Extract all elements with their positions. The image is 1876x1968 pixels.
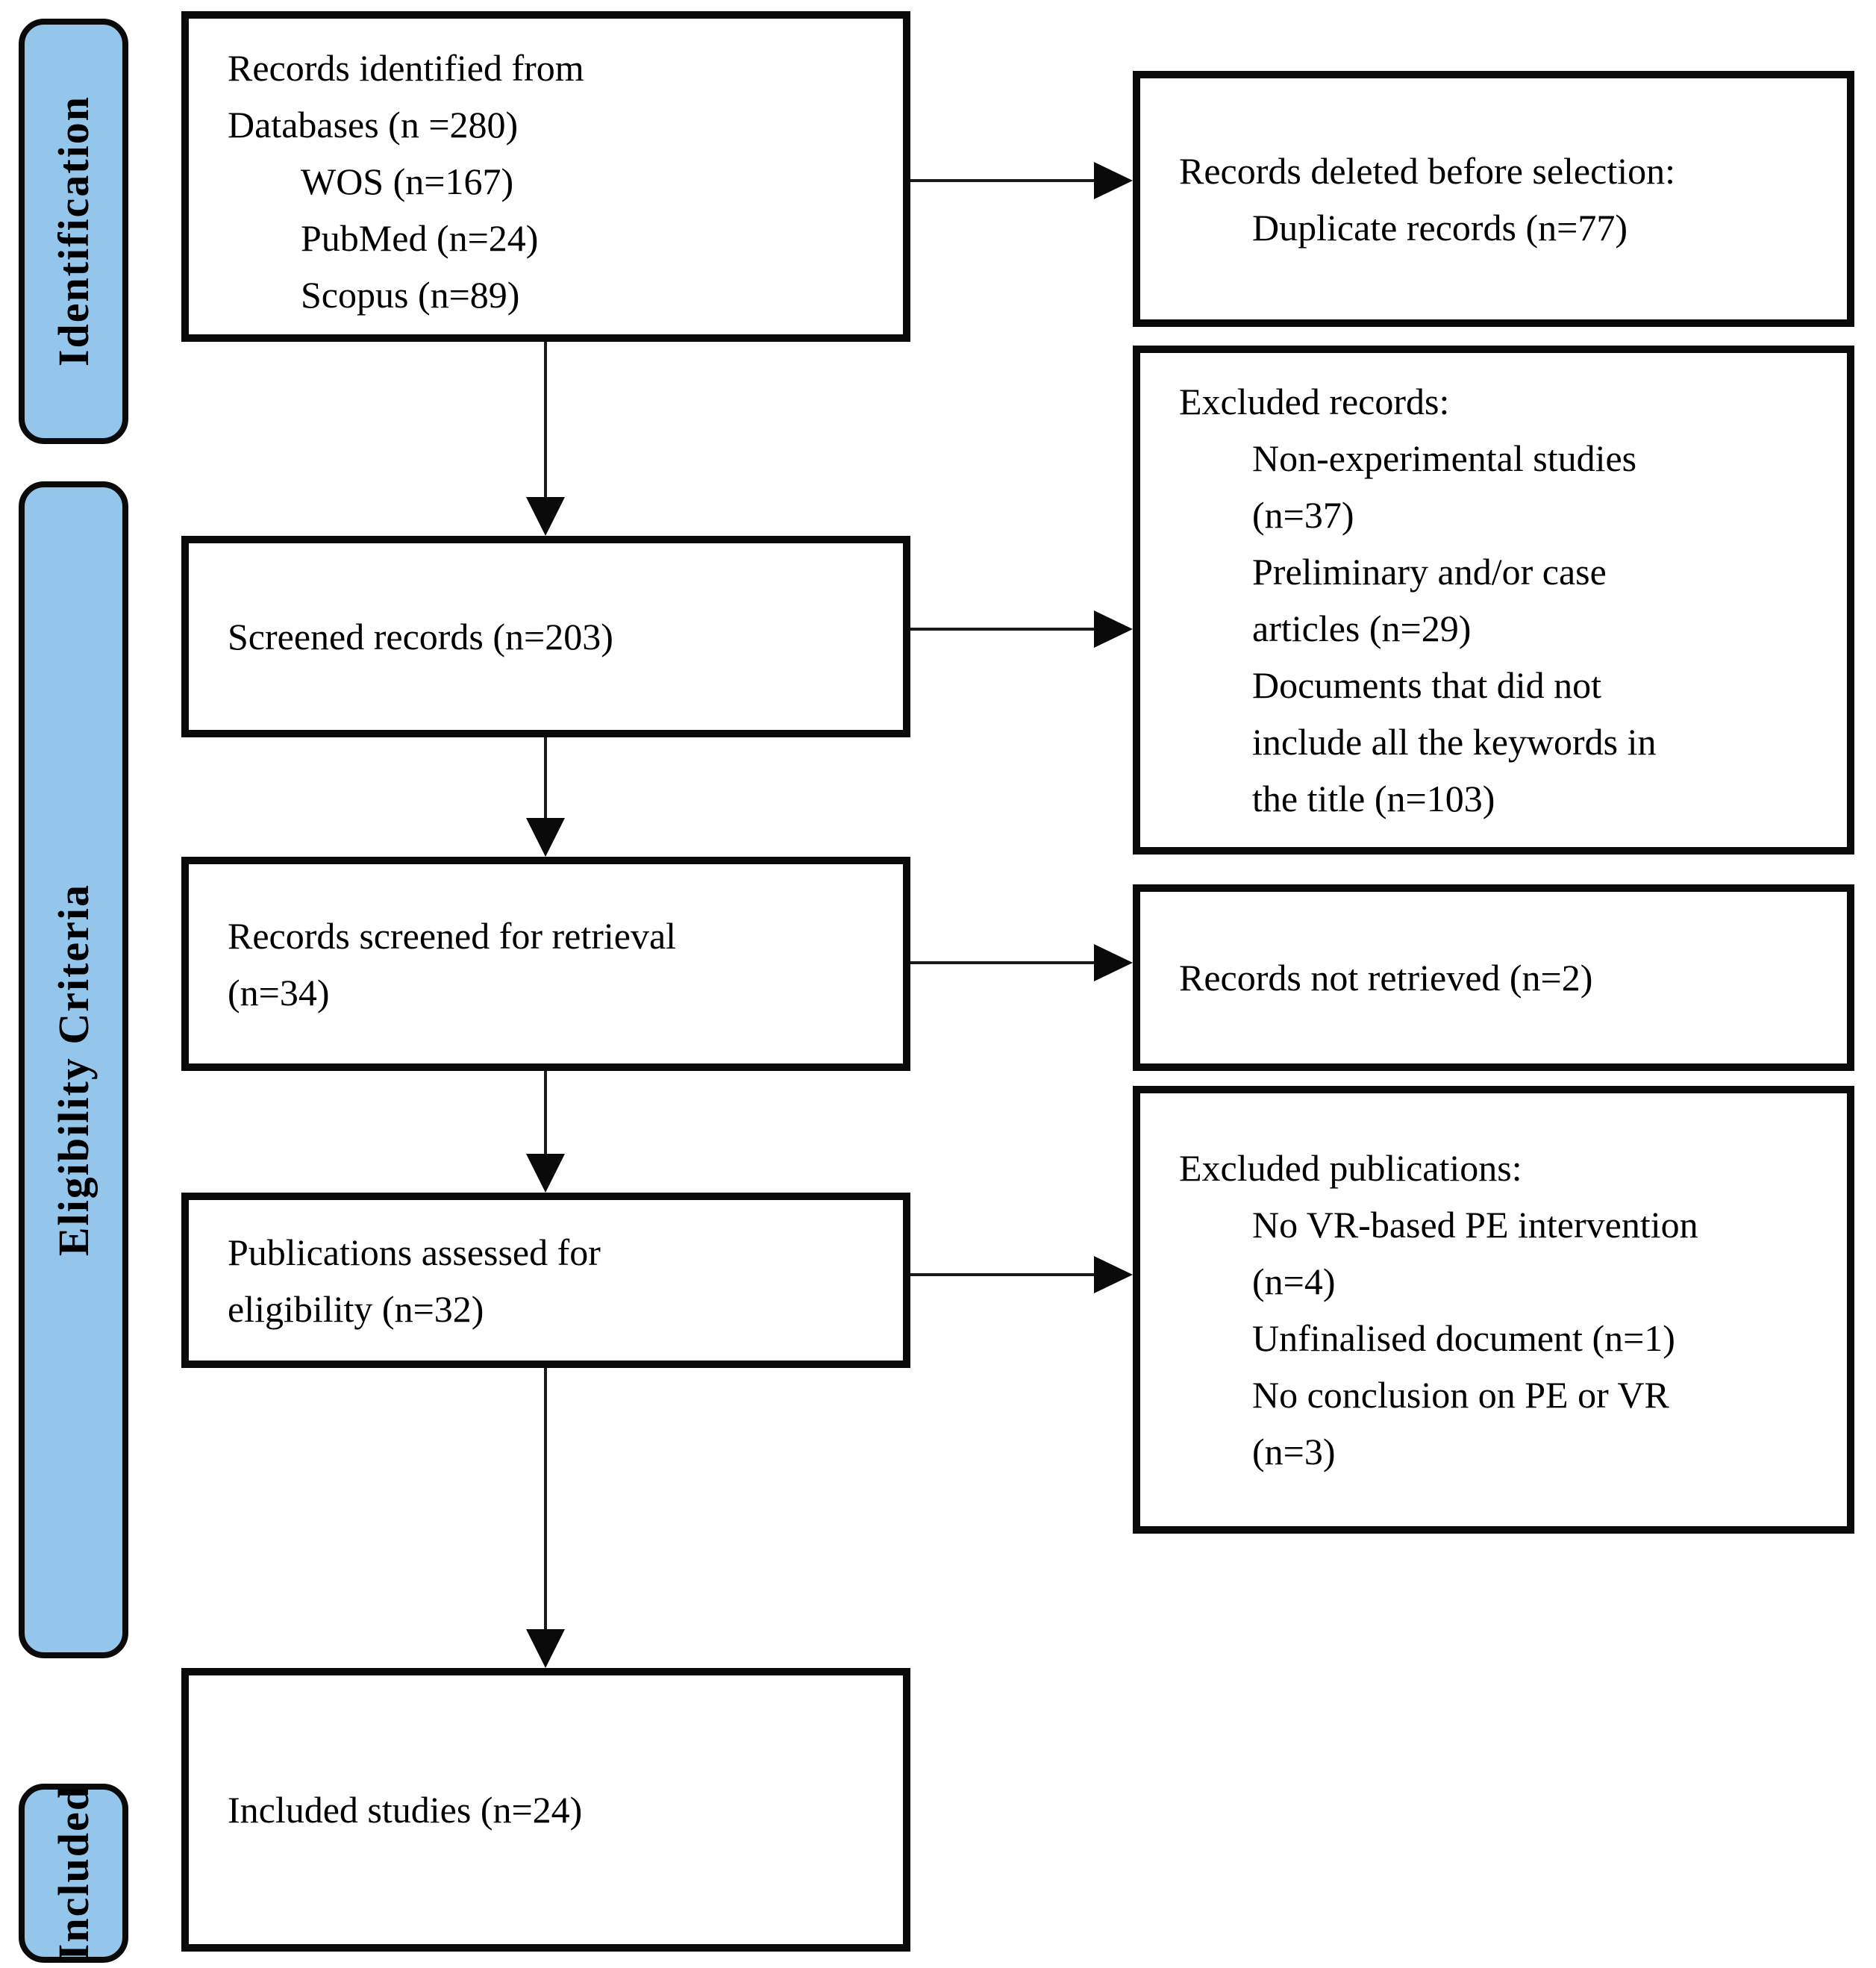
text-line: Included studies (n=24) (228, 1789, 583, 1831)
right-arrow-icon (1094, 610, 1133, 648)
box-excluded-publications: Excluded publications: No VR-based PE int… (1133, 1086, 1854, 1534)
connector-line-assessed-to-included (544, 1368, 547, 1631)
box-records-deleted-before-selection: Records deleted before selection: Duplica… (1133, 71, 1854, 327)
text-line: No conclusion on PE or VR (1252, 1374, 1669, 1416)
stage-bar-included: Included (19, 1784, 128, 1963)
text-line: (n=37) (1252, 494, 1354, 536)
right-arrow-icon (1094, 944, 1133, 981)
text-line: Records screened for retrieval (228, 914, 677, 957)
down-arrow-icon (526, 818, 565, 857)
text-line: Preliminary and/or case (1252, 551, 1607, 593)
stage-label-eligibility-criteria: Eligibility Criteria (49, 883, 98, 1257)
text-line: Excluded records: (1179, 381, 1450, 422)
connector-line-retrieval-to-assessed (544, 1071, 547, 1155)
box-excluded-records: Excluded records: Non-experimental studie… (1133, 346, 1854, 855)
text-line: Records deleted before selection: (1179, 149, 1675, 192)
stage-label-included: Included (49, 1785, 98, 1961)
box-records-screened-for-retrieval: Records screened for retrieval (n=34) (181, 857, 910, 1071)
text-line: articles (n=29) (1252, 607, 1472, 649)
connector-line-identified-to-deleted (910, 179, 1097, 182)
box-publications-assessed-for-eligibility: Publications assessed for eligibility (n=… (181, 1193, 910, 1368)
text-line: Duplicate records (n=77) (1252, 206, 1628, 249)
text-line: Excluded publications: (1179, 1147, 1522, 1189)
connector-line-assessed-to-excluded-publications (910, 1273, 1097, 1276)
stage-bar-eligibility-criteria: Eligibility Criteria (19, 481, 128, 1658)
text-line: PubMed (n=24) (301, 217, 539, 259)
box-included-studies: Included studies (n=24) (181, 1668, 910, 1952)
stage-label-identification: Identification (49, 96, 98, 367)
text-line: (n=3) (1252, 1431, 1336, 1472)
text-line: (n=34) (228, 971, 330, 1013)
connector-line-screened-to-retrieval (544, 737, 547, 819)
text-line: Records identified from (228, 47, 584, 89)
right-arrow-icon (1094, 162, 1133, 199)
text-line: Scopus (n=89) (301, 274, 520, 316)
down-arrow-icon (526, 497, 565, 536)
right-arrow-icon (1094, 1256, 1133, 1293)
connector-line-retrieval-to-not-retrieved (910, 961, 1097, 964)
text-line: Publications assessed for (228, 1231, 601, 1273)
down-arrow-icon (526, 1629, 565, 1668)
down-arrow-icon (526, 1154, 565, 1193)
box-screened-records: Screened records (n=203) (181, 536, 910, 737)
stage-bar-identification: Identification (19, 19, 128, 444)
text-line: (n=4) (1252, 1261, 1336, 1302)
text-line: Databases (n =280) (228, 104, 519, 146)
text-line: No VR-based PE intervention (1252, 1204, 1698, 1246)
text-line: include all the keywords in (1252, 721, 1657, 763)
connector-line-identified-to-screened (544, 342, 547, 500)
text-line: Non-experimental studies (1252, 437, 1637, 479)
text-line: Records not retrieved (n=2) (1179, 957, 1593, 999)
connector-line-screened-to-excluded (910, 628, 1097, 631)
text-line: Unfinalised document (n=1) (1252, 1317, 1675, 1359)
box-records-not-retrieved: Records not retrieved (n=2) (1133, 884, 1854, 1071)
text-line: WOS (n=167) (301, 160, 514, 202)
text-line: the title (n=103) (1252, 778, 1495, 819)
text-line: Documents that did not (1252, 664, 1601, 706)
text-line: eligibility (n=32) (228, 1287, 484, 1330)
text-line: Screened records (n=203) (228, 616, 613, 657)
